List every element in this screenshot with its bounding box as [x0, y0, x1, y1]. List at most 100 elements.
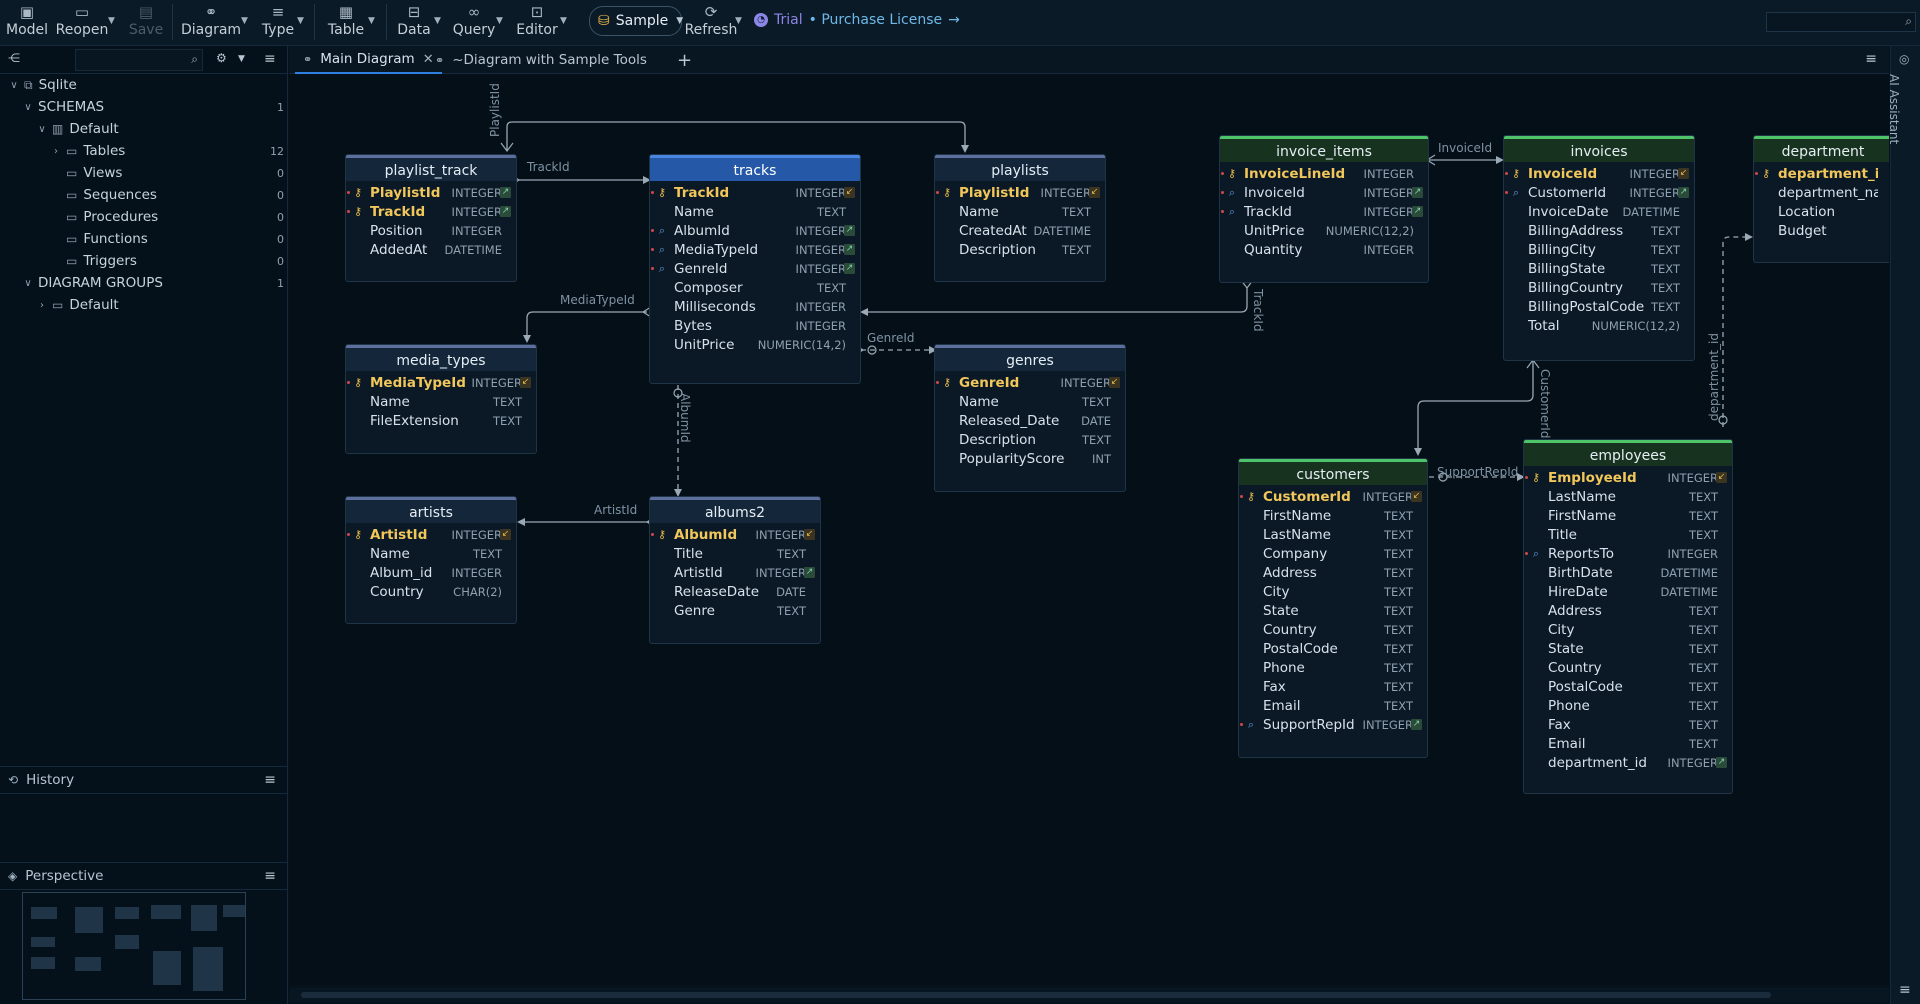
- tree-item-procedures[interactable]: ▭ Procedures 0: [66, 209, 284, 225]
- column-row[interactable]: Location: [1754, 202, 1889, 221]
- incoming-reference-icon[interactable]: ↙: [520, 377, 531, 388]
- trial-banner[interactable]: ◔ Trial • Purchase License →: [754, 12, 960, 28]
- editor-dropdown-caret[interactable]: ▼: [560, 16, 567, 26]
- chevron-down-icon[interactable]: ▼: [238, 54, 245, 64]
- entity-title[interactable]: playlists: [935, 155, 1105, 181]
- entity-title[interactable]: media_types: [346, 345, 536, 371]
- tree-item-tables[interactable]: › ▭ Tables 12: [0, 140, 288, 162]
- entity-title[interactable]: albums2: [650, 497, 820, 523]
- diagram-dropdown-caret[interactable]: ▼: [241, 16, 248, 26]
- column-row[interactable]: ⚷department_id: [1754, 164, 1889, 183]
- type-dropdown-caret[interactable]: ▼: [297, 16, 304, 26]
- tree-item-default-schema[interactable]: ∨ ▥ Default: [0, 118, 288, 140]
- incoming-reference-icon[interactable]: ↙: [1411, 491, 1422, 502]
- global-search-input[interactable]: ⌕: [1766, 12, 1916, 32]
- reopen-button[interactable]: ▭ Reopen: [55, 3, 109, 38]
- tab-diagram-with-sample-tools[interactable]: ⚭ ~Diagram with Sample Tools: [435, 52, 647, 68]
- horizontal-scrollbar[interactable]: [289, 988, 1889, 1002]
- incoming-reference-icon[interactable]: ↙: [1716, 472, 1727, 483]
- entity-department[interactable]: department⚷department_iddepartment_nameL…: [1753, 135, 1889, 263]
- refresh-dropdown-caret[interactable]: ▼: [735, 16, 742, 26]
- outgoing-reference-icon[interactable]: ↗: [1412, 187, 1423, 198]
- entity-title[interactable]: genres: [935, 345, 1125, 371]
- diagram-canvas[interactable]: PlaylistId TrackId MediaTypeId AlbumId A…: [289, 75, 1889, 985]
- menu-icon[interactable]: ≡: [264, 868, 276, 884]
- entity-title[interactable]: invoice_items: [1220, 136, 1428, 162]
- outgoing-reference-icon[interactable]: ↗: [500, 187, 511, 198]
- tree-item-triggers[interactable]: ▭ Triggers 0: [66, 253, 284, 269]
- add-tab-button[interactable]: +: [669, 46, 700, 74]
- entity-title[interactable]: department: [1754, 136, 1889, 162]
- incoming-reference-icon[interactable]: ↙: [1678, 168, 1689, 179]
- table-button[interactable]: ▦ Table: [327, 3, 365, 38]
- tab-main-diagram[interactable]: ⚭ Main Diagram ✕: [295, 46, 442, 74]
- tree-view-icon[interactable]: ⋲: [8, 51, 20, 65]
- column-row[interactable]: Budget: [1754, 221, 1889, 240]
- tree-item-sequences[interactable]: ▭ Sequences 0: [66, 187, 284, 203]
- purchase-license-link[interactable]: • Purchase License: [808, 12, 943, 28]
- menu-icon[interactable]: ≡: [264, 772, 276, 788]
- incoming-reference-icon[interactable]: ↙: [1109, 377, 1120, 388]
- incoming-reference-icon[interactable]: ↙: [500, 529, 511, 540]
- query-dropdown-caret[interactable]: ▼: [496, 16, 503, 26]
- entity-title[interactable]: invoices: [1504, 136, 1694, 162]
- tree-item-sqlite[interactable]: ∨ ⧉ Sqlite: [0, 74, 288, 96]
- menu-icon[interactable]: ≡: [264, 51, 276, 67]
- outgoing-reference-icon[interactable]: ↗: [500, 206, 511, 217]
- query-button[interactable]: ∞ Query: [452, 3, 496, 38]
